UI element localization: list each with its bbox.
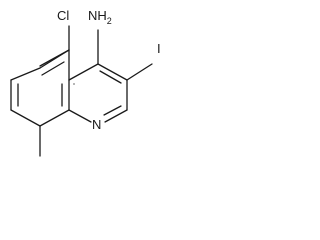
bond-c4-c3 <box>97 63 128 81</box>
quinoline-structure-diagram: Cl NH2 I N <box>10 8 161 157</box>
bond-c3-i <box>126 63 153 81</box>
iodo-label: I <box>157 41 161 56</box>
amine-h-count: 2 <box>107 16 112 26</box>
ring-nitrogen-label: N <box>92 117 101 132</box>
chloro-label: Cl <box>57 8 69 23</box>
amine-label: NH2 <box>88 8 112 26</box>
bond-c8-c8a <box>10 109 41 127</box>
bond-c4-c3-inner <box>99 70 122 84</box>
amine-n-label: NH <box>88 8 107 23</box>
bond-n1-c8a <box>68 109 92 123</box>
bond-c2-n1-inner <box>103 105 122 116</box>
bond-c5-c6-upper <box>39 49 70 67</box>
bond-c8-c8a-lower <box>39 109 70 127</box>
bond-c4a-c4 <box>68 63 99 81</box>
bond-c2-n1 <box>104 109 128 123</box>
bond-c6-c7 <box>10 67 41 81</box>
pyridine-ring <box>68 63 128 123</box>
bond-c6-c5-inner <box>41 61 65 76</box>
